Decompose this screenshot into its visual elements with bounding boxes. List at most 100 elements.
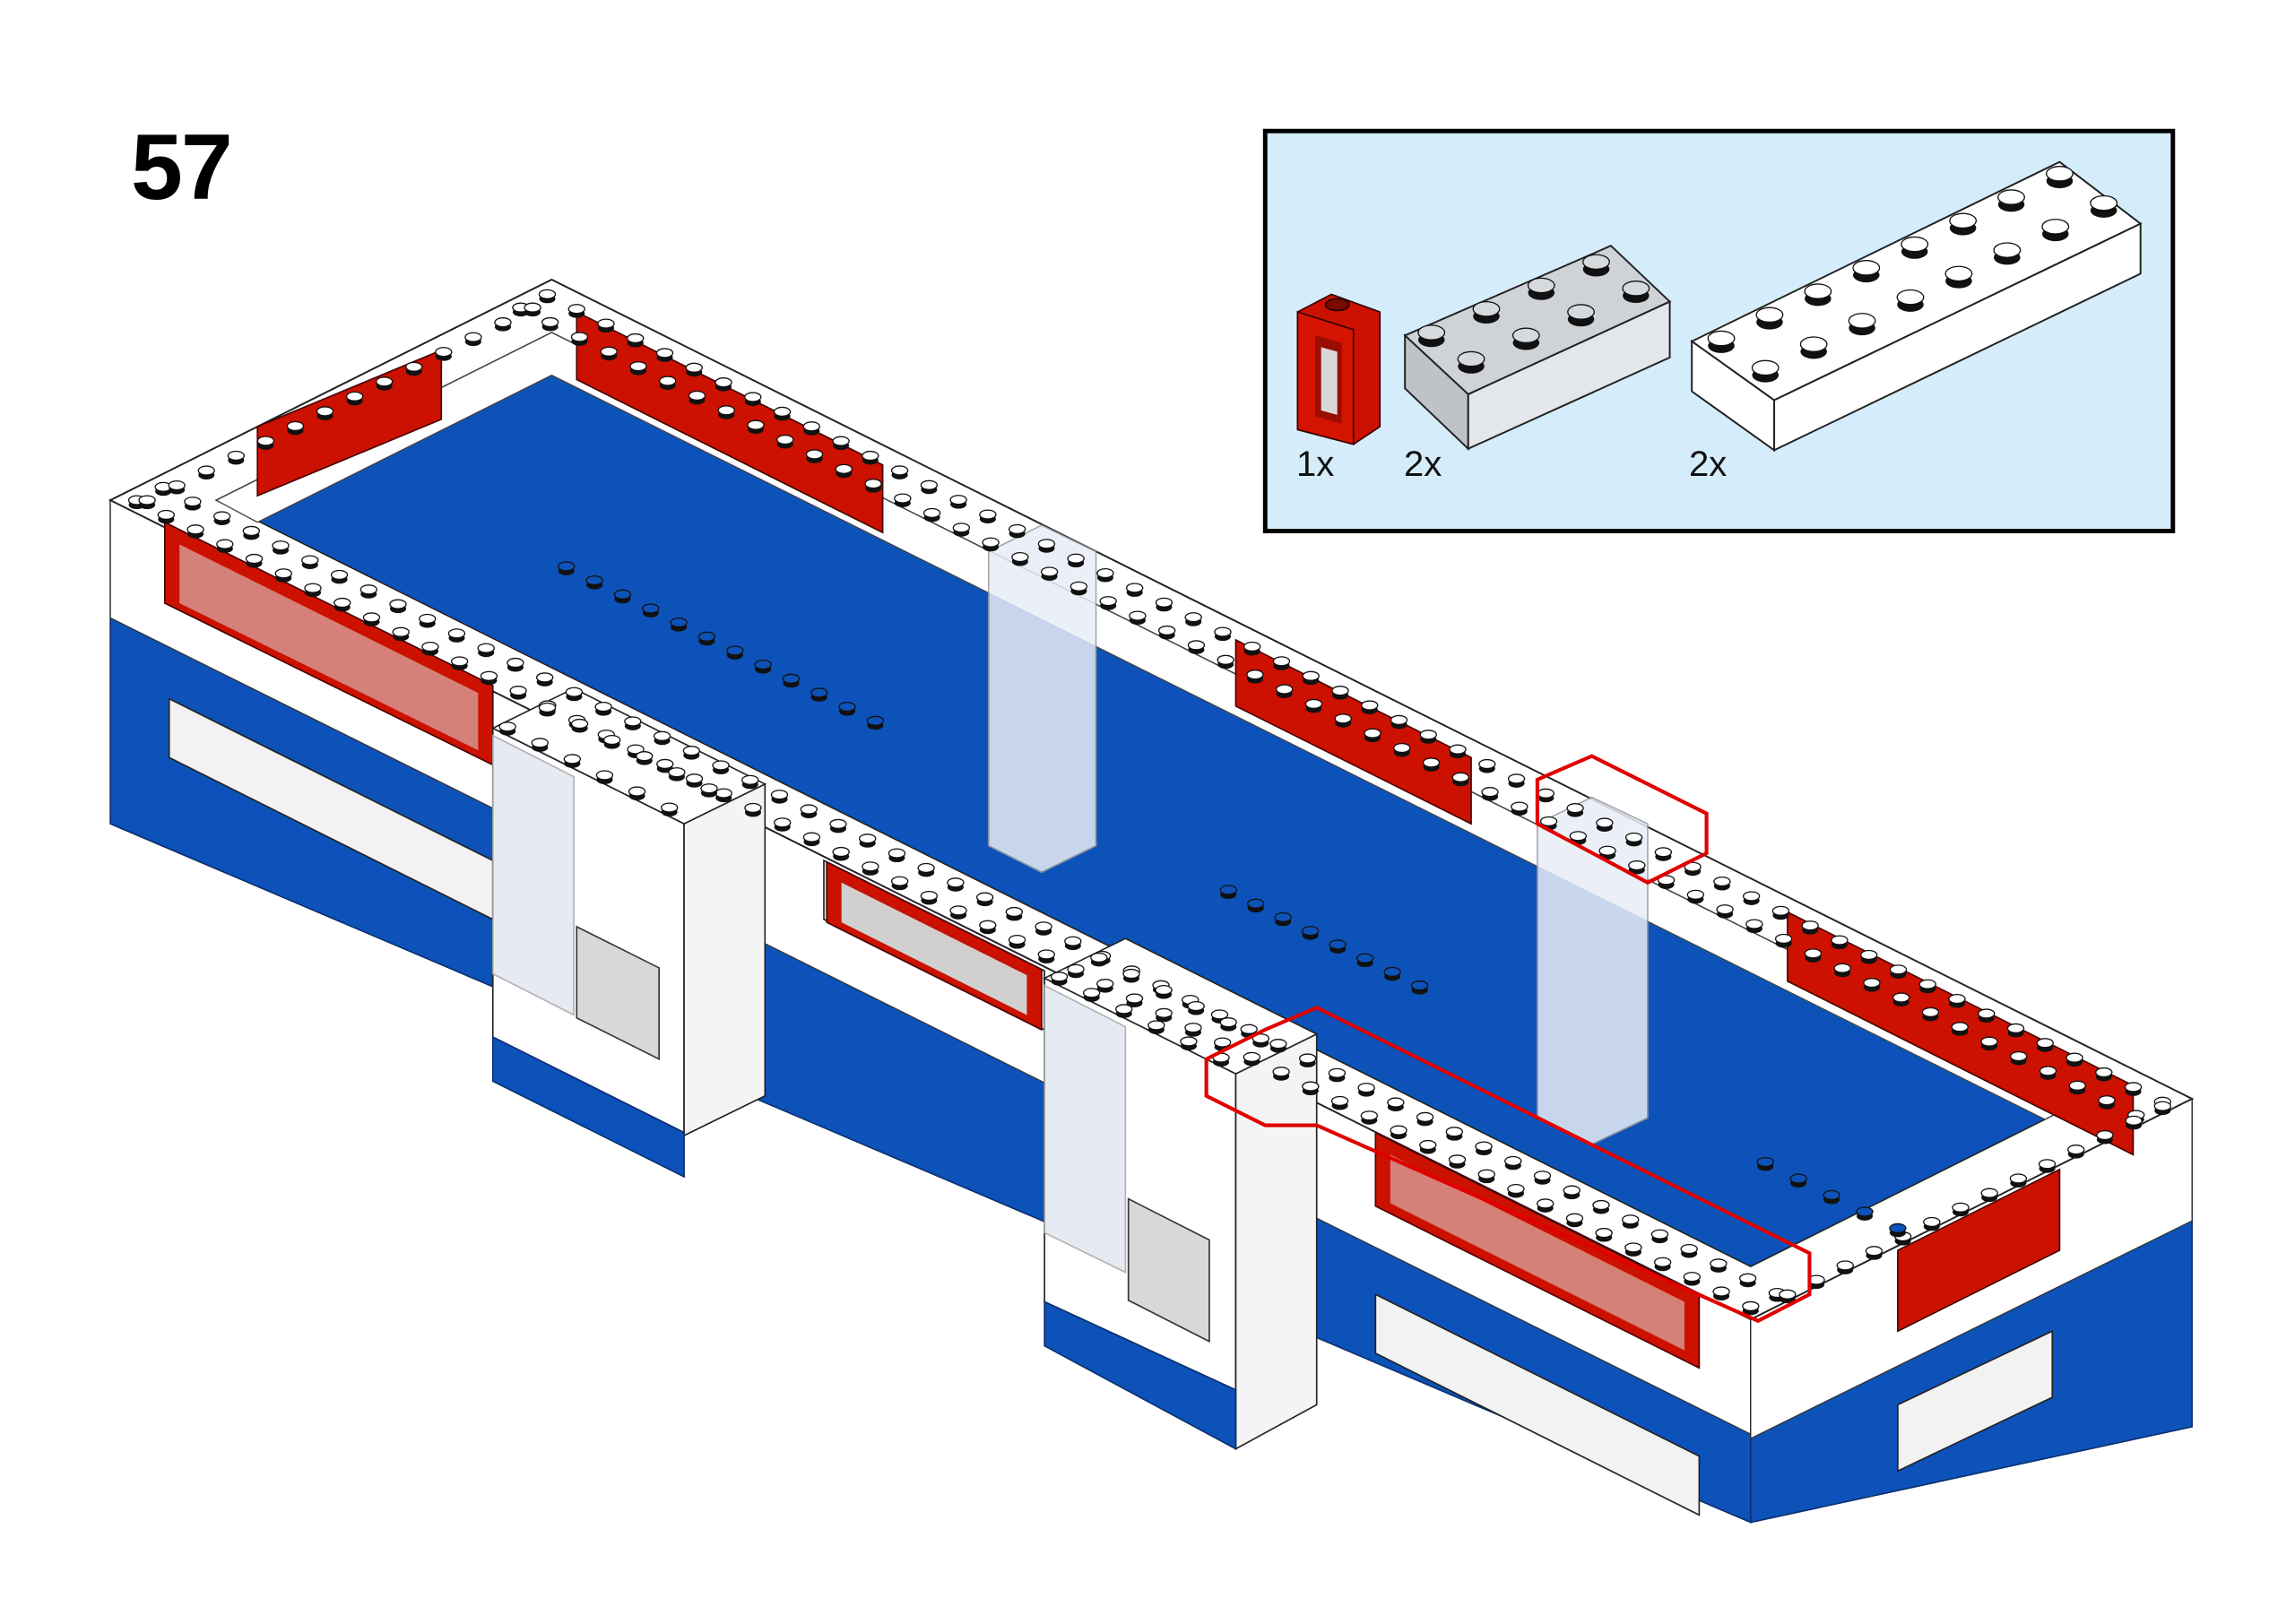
stud (1419, 730, 1437, 744)
stud (565, 687, 584, 702)
stud (613, 589, 632, 604)
stud (1478, 758, 1496, 773)
stud (1742, 1300, 1760, 1316)
stud (509, 686, 527, 700)
stud (1035, 921, 1052, 936)
stud (1537, 1198, 1555, 1213)
stud (1219, 885, 1237, 899)
stud (1527, 277, 1555, 300)
stud (1680, 1243, 1698, 1258)
stud (157, 509, 176, 524)
stud (1807, 1274, 1825, 1290)
stud (1180, 1036, 1198, 1050)
stud (2046, 166, 2074, 189)
stud (1742, 891, 1761, 905)
stud (1771, 905, 1790, 920)
stud (838, 701, 856, 716)
stud (1115, 1004, 1133, 1018)
stud (688, 390, 706, 405)
stud (1628, 860, 1646, 875)
stud (1949, 212, 1978, 236)
stud (1901, 236, 1929, 259)
stud (975, 892, 994, 907)
stud (1774, 933, 1793, 948)
stud (1567, 304, 1595, 327)
stud (1037, 949, 1055, 963)
stud (1713, 876, 1731, 891)
stud (1246, 669, 1264, 684)
stud (1948, 993, 1966, 1008)
stud (1122, 968, 1140, 983)
stud (1037, 539, 1056, 553)
stud (712, 760, 730, 774)
stud (1334, 713, 1352, 728)
stud (1823, 1189, 1840, 1205)
stud (1082, 988, 1101, 1002)
stud (1243, 1051, 1261, 1067)
stud (245, 553, 264, 568)
stud (2096, 1129, 2114, 1145)
stud (1304, 698, 1323, 713)
stud (435, 347, 453, 361)
stud (2039, 1066, 2057, 1080)
stud (1980, 1188, 1998, 1203)
stud (419, 613, 437, 628)
stud (535, 672, 554, 687)
stud (714, 788, 732, 803)
part-white-brick-2x8 (1690, 160, 2143, 453)
stud (1070, 581, 1088, 596)
stud (1331, 686, 1349, 700)
stud (1393, 742, 1411, 757)
new-part-highlight-front (1204, 1005, 1812, 1324)
stud (1449, 744, 1467, 759)
stud (538, 702, 557, 717)
stud (979, 920, 997, 935)
stud (1596, 817, 1614, 832)
stud (1507, 1183, 1525, 1198)
building-model (108, 278, 2195, 1524)
stud (392, 626, 410, 642)
stud (1622, 281, 1650, 304)
stud (835, 463, 853, 479)
stud (216, 539, 234, 554)
stud (1129, 610, 1147, 626)
stud (2006, 1023, 2025, 1038)
stud (1360, 1110, 1378, 1125)
stud (405, 361, 423, 376)
stud (333, 597, 351, 612)
stud (627, 333, 645, 348)
stud (1005, 906, 1024, 921)
stud (389, 599, 407, 614)
stud (1944, 265, 1973, 289)
stud (585, 574, 603, 590)
stud (1243, 641, 1261, 656)
stud (168, 479, 186, 495)
red-window-frames (163, 310, 2135, 1369)
stud (1755, 307, 1784, 330)
stud (920, 479, 939, 495)
door (1127, 1197, 1210, 1343)
stud (1155, 597, 1173, 612)
stud (1951, 1022, 1969, 1036)
stud (1481, 787, 1499, 801)
stud (747, 419, 765, 435)
stud (1457, 350, 1485, 374)
stud (866, 715, 885, 730)
stud (1302, 926, 1320, 940)
stud (670, 617, 688, 632)
stud (697, 631, 716, 646)
stud (802, 421, 820, 436)
stud (1738, 1273, 1757, 1288)
stud (316, 406, 334, 420)
stud (1511, 801, 1529, 816)
entrance-block-left (490, 687, 767, 1179)
stud (982, 537, 1000, 552)
stud (1710, 1258, 1728, 1273)
stud (1187, 640, 1206, 654)
stud (538, 289, 557, 304)
stud (1302, 670, 1320, 686)
stud (450, 656, 469, 670)
stud (888, 848, 906, 863)
stud (256, 436, 275, 450)
stud (1096, 567, 1114, 583)
